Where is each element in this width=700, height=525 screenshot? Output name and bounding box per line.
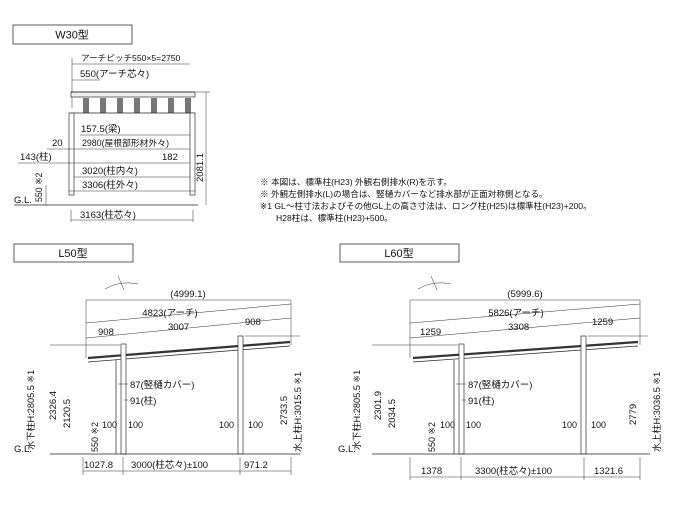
l50-dim-b: 2120.5	[62, 399, 73, 428]
note-3: ※1 GL～柱寸法およびその他GL上の高さ寸法は、ロング柱(H25)は標準柱(H…	[260, 200, 592, 211]
w30-arch	[100, 98, 106, 113]
w30-arch	[185, 98, 191, 113]
l60-dim-b: 2034.5	[387, 399, 398, 428]
w30-beam: 157.5(梁)	[81, 123, 121, 135]
l60-middle: 3308	[508, 322, 529, 333]
l60-left-side: 水下柱H:2805.5 ※1	[351, 370, 362, 450]
w30-dim-182: 182	[162, 152, 178, 163]
l60-bottom-center: 3300(柱芯々)±100	[475, 465, 552, 477]
l50-100-right: 100	[219, 420, 234, 430]
note-4: H28柱は、標準柱(H23)+500。	[276, 212, 393, 223]
note-1: ※ 本図は、標準柱(H23) 外観右側排水(R)を示す。	[260, 176, 452, 187]
l60-arch-line	[409, 303, 641, 324]
w30-left-post	[68, 112, 75, 196]
l60-roof	[412, 340, 639, 360]
l50-right-h: 2733.5	[279, 396, 290, 425]
l50-title-box	[13, 243, 134, 263]
w30-arch	[151, 98, 157, 113]
l60-section: L60型 (5999.6) 5826(アーチ) 1259 3308 1259 8…	[338, 243, 662, 480]
l50-roof-under	[87, 345, 291, 363]
l50-gl-dim: 550 ※2	[90, 422, 100, 452]
l50-bottom-center: 3000(柱芯々)±100	[131, 459, 208, 471]
w30-title-box	[12, 24, 133, 45]
w30-gl: G.L.	[14, 195, 32, 206]
l60-bottom-left: 1378	[421, 466, 442, 477]
w30-dim-143: 143(柱)	[20, 151, 52, 163]
l60-right-h: 2779	[628, 404, 639, 425]
l50-arch-line	[85, 303, 292, 324]
l50-slope-arc	[104, 282, 139, 290]
l60-gl: G.L.	[338, 444, 356, 455]
l50-right-side: 水上柱H:3015.5 ※1	[292, 372, 303, 452]
l60-left-post	[458, 343, 465, 455]
l50-post-label: 91(柱)	[130, 395, 156, 407]
w30-arch-center: 550(アーチ芯々)	[80, 68, 149, 80]
l50-right-overhang: 908	[245, 317, 261, 328]
l60-title: L60型	[384, 246, 413, 260]
l60-split-line	[409, 317, 641, 339]
l60-arch: 5826(アーチ)	[488, 308, 543, 319]
w30-arch	[134, 98, 140, 113]
w30-arch	[168, 98, 174, 113]
l50-left-overhang: 908	[98, 327, 114, 338]
w30-post-outer: 3306(柱外々)	[82, 179, 138, 191]
w30-height: 2081.1	[195, 153, 206, 182]
l60-gl-dim: 550 ※2	[427, 422, 437, 452]
l60-downpipe-label: 87(竪樋カバー)	[468, 379, 532, 391]
w30-arches	[83, 98, 191, 113]
l50-section: L50型 (4999.1) 4823(アーチ) 908 3007 908 87(…	[13, 243, 303, 475]
l50-bottom-right: 971.2	[244, 460, 268, 471]
w30-roof-outer: 2980(屋根部形材外々)	[82, 137, 169, 148]
l60-slope-mark	[430, 275, 438, 291]
w30-arch	[117, 98, 123, 113]
l50-right-post	[237, 335, 244, 455]
l50-arch: 4823(アーチ)	[142, 308, 197, 319]
l50-downpipe-label: 87(竪樋カバー)	[130, 379, 194, 391]
l60-left-overhang: 1259	[420, 327, 441, 338]
w30-arch-pitch: アーチピッチ550×5=2750	[81, 53, 181, 63]
l60-right-post	[580, 335, 587, 455]
l60-100-left-2: 100	[466, 420, 481, 430]
l60-right-side: 水上柱H:3036.5 ※1	[651, 372, 662, 452]
w30-section: W30型 アーチピッチ550×5=2750 550(アーチ芯々) 157.5(梁…	[12, 24, 210, 222]
l60-roof-under	[412, 345, 639, 363]
l50-overall: (4999.1)	[170, 289, 205, 300]
l50-middle: 3007	[168, 322, 189, 333]
l60-title-box	[339, 243, 460, 263]
l60-100-left: 100	[440, 420, 455, 430]
l50-title: L50型	[58, 246, 87, 260]
l60-100-right-2: 100	[591, 420, 606, 430]
note-2: ※ 外観左側排水(L)の場合は、竪樋カバーなど排水部が正面対称側となる。	[260, 188, 548, 199]
w30-title: W30型	[55, 28, 89, 42]
w30-right-post	[189, 112, 196, 196]
l50-bottom-left: 1027.8	[84, 460, 113, 471]
l50-roof	[87, 340, 291, 360]
l50-100-left: 100	[102, 420, 117, 430]
w30-dim-20: 20	[52, 138, 63, 149]
l50-slope-mark	[117, 275, 125, 291]
l60-right-overhang: 1259	[592, 317, 613, 328]
l50-100-left-2: 100	[128, 420, 143, 430]
l50-gl: G.L.	[14, 444, 32, 455]
w30-gl-dim: 550 ※2	[34, 173, 44, 202]
l60-dim-a: 2301.9	[373, 391, 384, 420]
l60-slope-arc	[417, 282, 452, 290]
w30-roof	[70, 91, 196, 98]
l60-overall: (5999.6)	[507, 289, 542, 300]
l50-left-post	[120, 343, 127, 455]
l60-bottom-right: 1321.6	[594, 466, 623, 477]
w30-post-inner: 3020(柱内々)	[82, 165, 138, 177]
notes: ※ 本図は、標準柱(H23) 外観右側排水(R)を示す。 ※ 外観左側排水(L)…	[260, 176, 592, 223]
l50-100-right-2: 100	[248, 420, 263, 430]
l60-100-right: 100	[562, 420, 577, 430]
w30-arch	[83, 98, 89, 113]
l50-left-side: 水下柱H:2805.5 ※1	[25, 370, 36, 450]
l60-post-label: 91(柱)	[468, 395, 494, 407]
l50-dim-a: 2326.4	[48, 391, 59, 420]
w30-post-center: 3163(柱芯々)	[80, 209, 136, 221]
l50-split-line	[85, 317, 292, 339]
